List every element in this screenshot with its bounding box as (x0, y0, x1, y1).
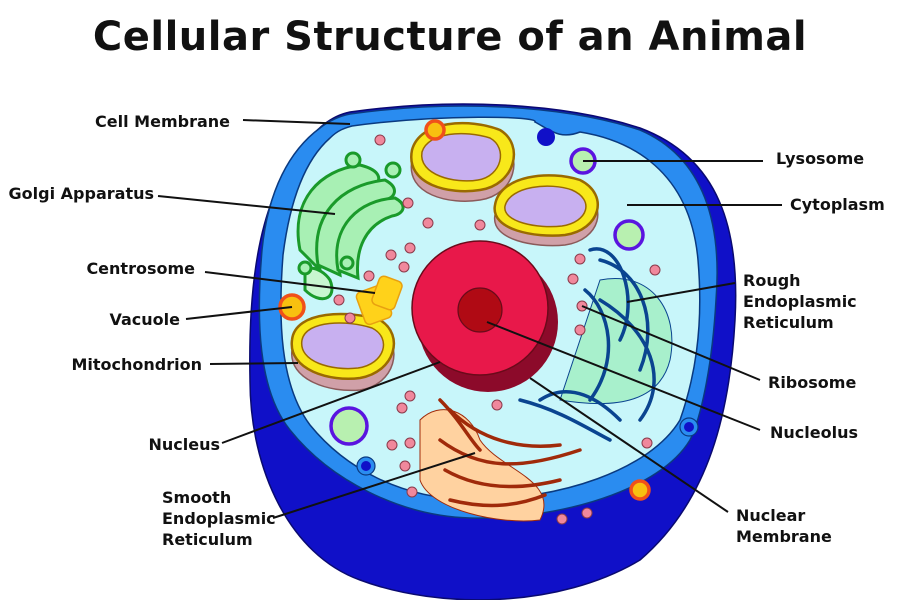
smooth-endoplasmic-reticulum (419, 398, 582, 522)
label-lysosome: Lysosome (776, 149, 865, 168)
leader-lines (157, 119, 782, 519)
label-mitochondrion: Mitochondrion (71, 355, 202, 374)
ribosomes (333, 134, 661, 525)
page-title: Cellular Structure of an Animal (92, 14, 808, 60)
label-cell-membrane: Cell Membrane (95, 112, 230, 131)
label-nucleolus: Nucleolus (770, 423, 858, 442)
label-centrosome: Centrosome (86, 259, 195, 278)
mitochondrion-left (290, 312, 396, 392)
rough-endoplasmic-reticulum (518, 247, 673, 442)
mitochondrion-top-2 (493, 174, 599, 247)
nucleolus (457, 287, 503, 333)
mitochondrion-top-1 (410, 121, 516, 202)
label-smooth-er: Smooth Endoplasmic Reticulum (162, 488, 276, 549)
label-nucleus: Nucleus (148, 435, 220, 454)
label-cytoplasm: Cytoplasm (790, 195, 885, 214)
centrosome (355, 275, 403, 326)
label-rough-er: Rough Endoplasmic Reticulum (743, 271, 857, 332)
golgi-apparatus (296, 151, 405, 301)
label-nuclear-membrane: Nuclear Membrane (736, 506, 832, 546)
label-vacuole: Vacuole (109, 310, 180, 329)
label-ribosome: Ribosome (768, 373, 857, 392)
label-golgi-apparatus: Golgi Apparatus (8, 184, 154, 203)
